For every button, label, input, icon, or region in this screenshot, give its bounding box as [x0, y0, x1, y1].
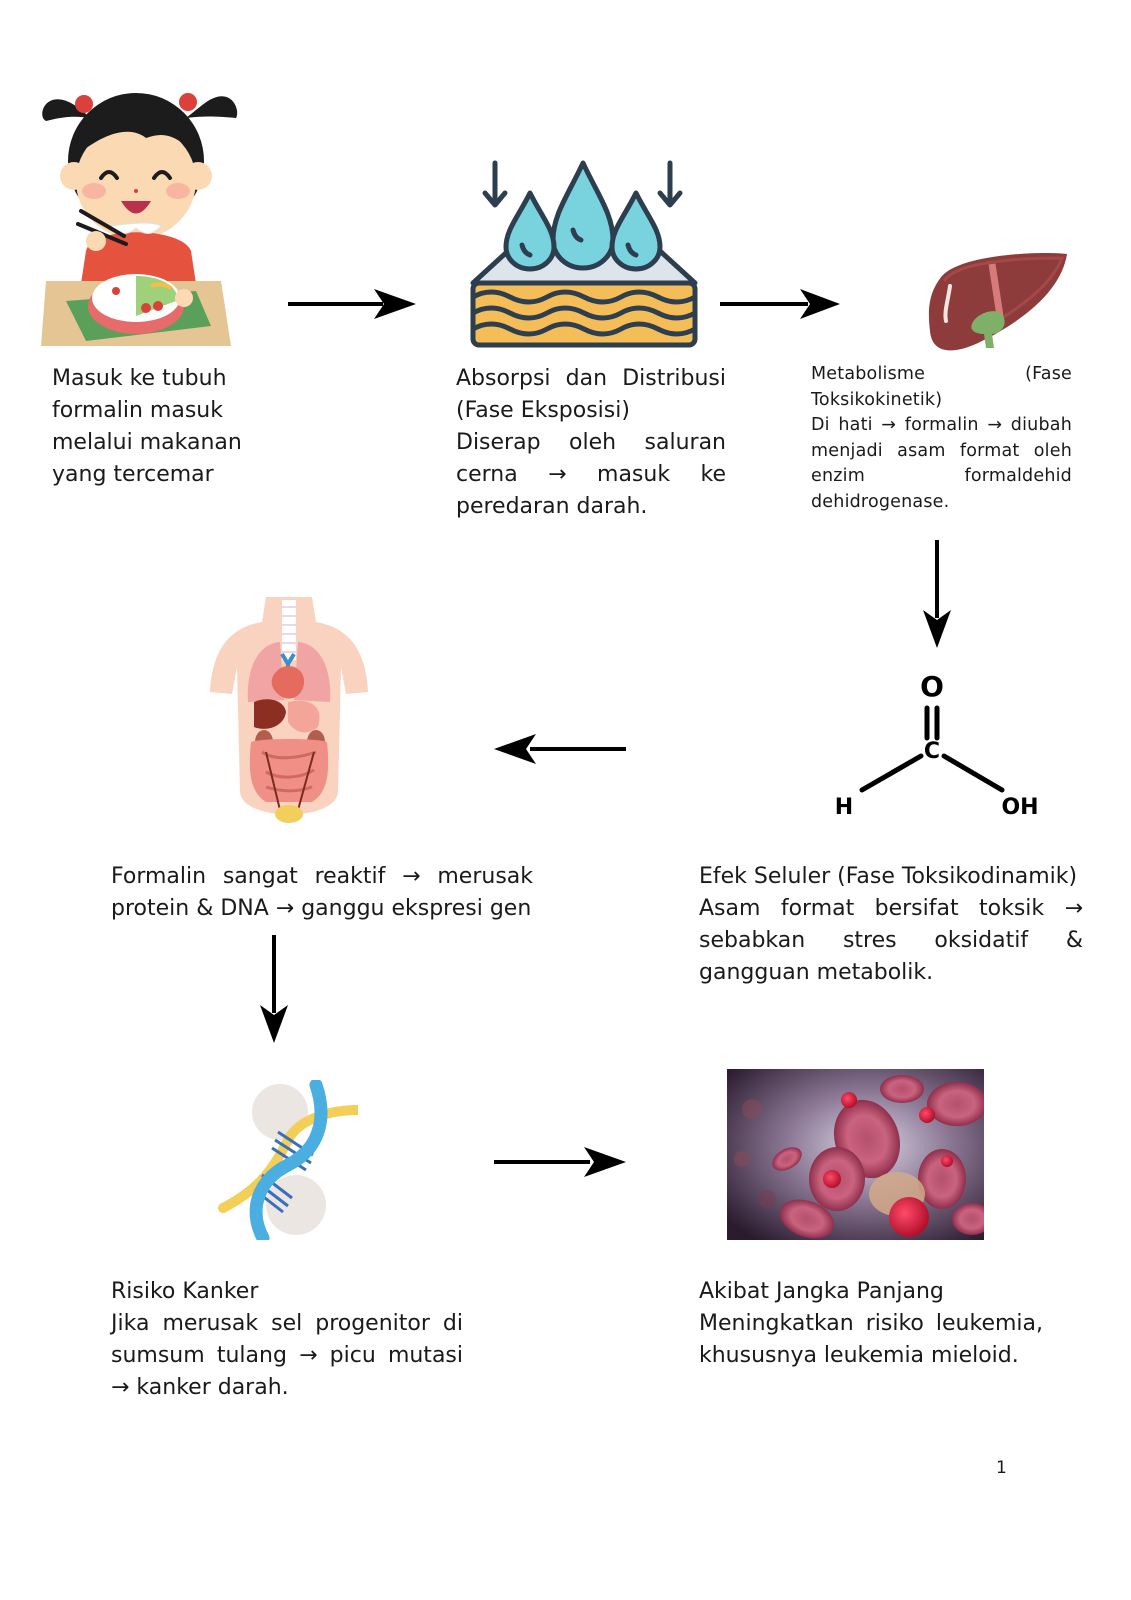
page-number: 1 [996, 1458, 1007, 1478]
text-line: protein & DNA → ganggu ekspresi gen [111, 896, 532, 921]
blood-cells-icon [727, 1069, 984, 1240]
text-line: dehidrogenase. [811, 491, 950, 512]
step-long-term-text: Akibat Jangka Panjang Meningkatkan risik… [699, 1276, 1043, 1372]
text-line: enzim formaldehid [811, 466, 1072, 486]
text-line: cerna → masuk ke [456, 462, 726, 487]
formic-acid-structure-icon: O C H OH [826, 668, 1054, 828]
text-line: yang tercemar [52, 462, 214, 487]
step-phase: Toksikokinetik) [811, 389, 943, 410]
text-line: Masuk ke tubuh [52, 366, 227, 391]
text-line: formalin masuk [52, 398, 223, 423]
text-line: sebabkan stres oksidatif & [699, 928, 1083, 953]
dna-icon [218, 1080, 358, 1240]
text-line: sumsum tulang → picu mutasi [111, 1343, 463, 1368]
step-reactivity-text: Formalin sangat reaktif → merusak protei… [111, 861, 533, 925]
arrow-left-1 [494, 731, 626, 767]
text-line: khususnya leukemia mieloid. [699, 1343, 1019, 1368]
text-line: → kanker darah. [111, 1375, 289, 1400]
text-line: Di hati → formalin → diubah [811, 415, 1072, 435]
atom-hydrogen: H [835, 795, 853, 820]
text-line: Formalin sangat reaktif → merusak [111, 864, 533, 889]
text-line: melalui makanan [52, 430, 242, 455]
girl-eating-icon [36, 76, 241, 351]
arrow-down-2 [257, 935, 291, 1043]
atom-oxygen: O [920, 670, 944, 703]
arrow-right-3 [494, 1144, 626, 1180]
text-line: Jika merusak sel progenitor di [111, 1311, 463, 1336]
step-title: Metabolisme (Fase [811, 364, 1072, 384]
liver-icon [922, 246, 1072, 361]
arrow-down-1 [920, 540, 954, 648]
arrow-right-1 [288, 286, 416, 322]
group-hydroxyl: OH [1001, 795, 1038, 820]
text-line: peredaran darah. [456, 494, 648, 519]
step-metabolism-text: Metabolisme (Fase Toksikokinetik) Di hat… [811, 362, 1072, 515]
human-organs-icon [206, 592, 372, 830]
step-title: Risiko Kanker [111, 1279, 259, 1304]
step-cancer-risk-text: Risiko Kanker Jika merusak sel progenito… [111, 1276, 463, 1404]
arrow-right-2 [720, 286, 840, 322]
step-ingestion-text: Masuk ke tubuh formalin masuk melalui ma… [52, 363, 252, 491]
step-absorption-text: Absorpsi dan Distribusi (Fase Eksposisi)… [456, 363, 726, 523]
text-line: menjadi asam format oleh [811, 440, 1072, 461]
text-line: Meningkatkan risiko leukemia, [699, 1311, 1043, 1336]
absorption-icon [468, 155, 700, 351]
text-line: Diserap oleh saluran [456, 430, 726, 455]
text-line: Asam format bersifat toksik → [699, 896, 1083, 921]
step-cellular-effect-text: Efek Seluler (Fase Toksikodinamik) Asam … [699, 861, 1083, 989]
step-title: Absorpsi dan Distribusi [456, 366, 726, 391]
step-phase: (Fase Eksposisi) [456, 398, 630, 423]
text-line: gangguan metabolik. [699, 960, 934, 985]
step-title: Efek Seluler (Fase Toksikodinamik) [699, 864, 1078, 889]
atom-carbon: C [924, 739, 940, 764]
step-title: Akibat Jangka Panjang [699, 1279, 944, 1304]
